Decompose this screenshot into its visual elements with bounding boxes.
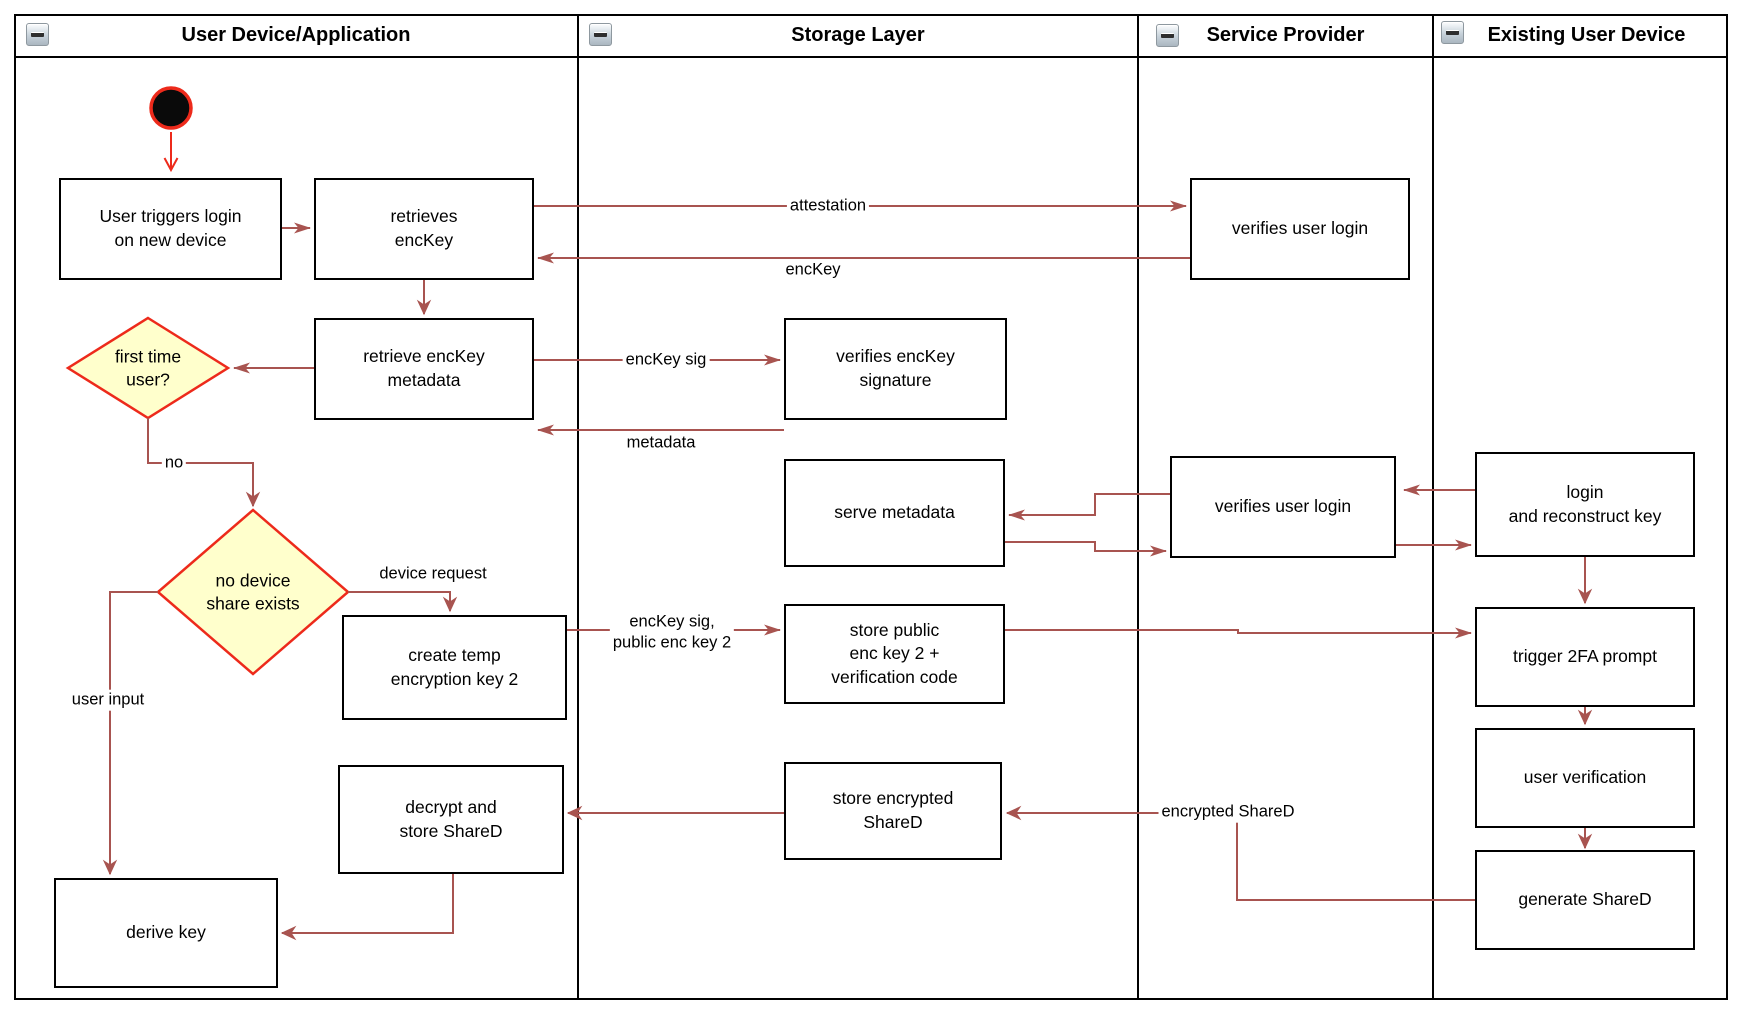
- lane-title: User Device/Application: [181, 23, 411, 46]
- node-user-verification[interactable]: user verification: [1475, 728, 1695, 828]
- node-derive-key[interactable]: derive key: [54, 878, 278, 988]
- decision-label-first-time-user[interactable]: first time user?: [114, 346, 182, 389]
- edge-label-metadata: metadata: [623, 432, 699, 454]
- lane-divider-2: [1137, 14, 1139, 998]
- edge-no-branch: [147, 418, 261, 508]
- edge-user-input: [102, 591, 158, 876]
- lane-header-existing-device: Existing User Device: [1445, 14, 1728, 56]
- edge-verifies-to-serve: [1008, 493, 1170, 521]
- node-verifies-user-login-mid[interactable]: verifies user login: [1170, 456, 1396, 558]
- edge-label-user-input: user input: [68, 689, 148, 711]
- node-store-public-enc-key2[interactable]: store public enc key 2 + verification co…: [784, 604, 1005, 704]
- collapse-minus-icon[interactable]: [1156, 24, 1179, 47]
- node-user-triggers-login[interactable]: User triggers login on new device: [59, 178, 282, 280]
- minus-glyph: [1161, 33, 1174, 38]
- edge-label-encrypted-shared: encrypted ShareD: [1158, 801, 1298, 823]
- collapse-minus-icon[interactable]: [26, 23, 49, 46]
- node-create-temp-key2[interactable]: create temp encryption key 2: [342, 615, 567, 720]
- edge-encrypted-shared: [1005, 805, 1475, 901]
- edge-store-public-to-2fa: [1005, 627, 1472, 639]
- node-retrieves-enckey[interactable]: retrieves encKey: [314, 178, 534, 280]
- node-verifies-enckey-signature[interactable]: verifies encKey signature: [784, 318, 1007, 420]
- header-divider: [14, 56, 1728, 58]
- node-decrypt-store-shared[interactable]: decrypt and store ShareD: [338, 765, 564, 874]
- edge-serve-to-verifies: [1005, 541, 1167, 557]
- edge-label-enckey: encKey: [782, 259, 844, 281]
- lane-header-user-device: User Device/Application: [14, 14, 578, 56]
- swimlane-pool-border: [14, 14, 1728, 1000]
- lane-divider-1: [577, 14, 579, 998]
- node-trigger-2fa-prompt[interactable]: trigger 2FA prompt: [1475, 607, 1695, 707]
- collapse-minus-icon[interactable]: [1441, 21, 1464, 44]
- node-store-encrypted-shared[interactable]: store encrypted ShareD: [784, 762, 1002, 860]
- collapse-minus-icon[interactable]: [589, 23, 612, 46]
- node-retrieve-enckey-metadata[interactable]: retrieve encKey metadata: [314, 318, 534, 420]
- node-generate-shared[interactable]: generate ShareD: [1475, 850, 1695, 950]
- node-serve-metadata[interactable]: serve metadata: [784, 459, 1005, 567]
- edge-label-attestation: attestation: [786, 195, 870, 217]
- lane-title: Existing User Device: [1487, 23, 1686, 46]
- lane-header-service-provider: Service Provider: [1138, 14, 1433, 56]
- minus-glyph: [31, 32, 44, 37]
- minus-glyph: [594, 32, 607, 37]
- edge-decrypt-to-derive: [280, 874, 454, 941]
- edge-label-enckey-sig: encKey sig: [622, 349, 710, 371]
- edge-label-no: no: [161, 452, 187, 474]
- node-verifies-user-login-top[interactable]: verifies user login: [1190, 178, 1410, 280]
- minus-glyph: [1446, 30, 1459, 35]
- decision-label-no-device-share[interactable]: no device share exists: [206, 570, 300, 613]
- edge-label-enckey-sig-public: encKey sig, public enc key 2: [609, 611, 735, 653]
- edge-label-device-request: device request: [376, 563, 490, 585]
- decision-no-device-share[interactable]: [156, 508, 350, 676]
- edge-device-request: [348, 591, 458, 613]
- lane-header-storage-layer: Storage Layer: [578, 14, 1138, 56]
- lane-title: Service Provider: [1206, 23, 1365, 46]
- lane-divider-3: [1432, 14, 1434, 998]
- start-node[interactable]: [149, 86, 193, 130]
- node-login-reconstruct-key[interactable]: login and reconstruct key: [1475, 452, 1695, 557]
- lane-title: Storage Layer: [791, 23, 925, 46]
